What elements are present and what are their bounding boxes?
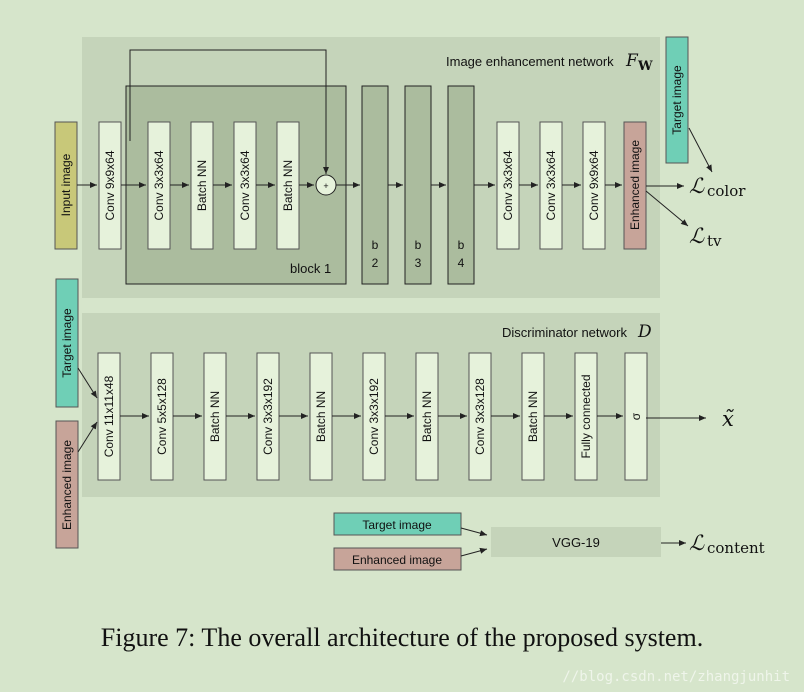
disc-layer-9-batch-nn: Batch NN <box>521 352 545 481</box>
target-image-box-disc <box>55 278 79 408</box>
disc-layer-8-conv-3x3x128: Conv 3x3x128 <box>468 352 492 481</box>
block-b3: b3 <box>404 85 432 285</box>
content-loss-symbol: ℒ <box>689 531 705 555</box>
arrow-target-to-disc <box>77 367 98 399</box>
enh-layer-5-batch-nn-label: Batch NN <box>281 160 295 211</box>
block-b4-letter: b <box>458 238 465 252</box>
disc-layer-11-sigma-box <box>624 352 648 481</box>
enh-layer-5-batch-nn: Batch NN <box>276 121 300 250</box>
enh-tail-layer-2-conv-3x3x64: Conv 3x3x64 <box>539 121 563 250</box>
arrow-to-tv-loss <box>645 190 689 227</box>
arrow-target-to-vgg <box>460 527 488 537</box>
disc-layer-3-batch-nn-label: Batch NN <box>208 391 222 442</box>
enhancement-tail-layers: Conv 3x3x64 Conv 3x3x64 Conv 9x9x64 <box>496 121 606 250</box>
sum-symbol: + <box>323 181 328 191</box>
enh-layer-4-conv-3x3x64: Conv 3x3x64 <box>233 121 257 250</box>
block-b3-box <box>404 85 432 285</box>
disc-layer-6-conv-3x3x192: Conv 3x3x192 <box>362 352 386 481</box>
enh-layer-2-conv-3x3x64-label: Conv 3x3x64 <box>152 150 166 220</box>
disc-layer-2-conv-5x5x128-label: Conv 5x5x128 <box>155 378 169 455</box>
enhancement-network-panel: Image enhancement network F W block 1 In… <box>54 37 660 298</box>
block-b4-number: 4 <box>458 256 465 270</box>
disc-layer-4-conv-3x3x192: Conv 3x3x192 <box>256 352 280 481</box>
block-b2-letter: b <box>372 238 379 252</box>
color-loss-symbol: ℒ <box>689 174 705 198</box>
tv-loss-symbol: ℒ <box>689 224 705 248</box>
disc-layer-10-fully-connected: Fully connected <box>574 352 598 481</box>
target-image-box-top <box>665 36 689 164</box>
arrow-enhanced-to-disc <box>77 421 98 453</box>
enhanced-image-box-disc <box>55 420 79 549</box>
enhancement-title-math-sub: W <box>637 59 653 74</box>
vgg-box <box>491 527 661 557</box>
content-loss-subscript: content <box>707 539 765 557</box>
enhancement-title-math: F <box>625 51 639 71</box>
discriminator-layers: Conv 11x11x48 Conv 5x5x128 Batch NN Conv 3x… <box>97 352 648 481</box>
enhancement-title: Image enhancement network <box>446 54 614 69</box>
enh-tail-layer-3-conv-9x9x64-label: Conv 9x9x64 <box>587 150 601 220</box>
disc-layer-9-batch-nn-label: Batch NN <box>526 391 540 442</box>
enh-layer-4-conv-3x3x64-label: Conv 3x3x64 <box>238 150 252 220</box>
block-b3-letter: b <box>415 238 422 252</box>
enhanced-image-box-content <box>333 547 462 571</box>
disc-layer-7-batch-nn-label: Batch NN <box>420 391 434 442</box>
target-image-box-content <box>333 512 462 536</box>
block-b3-number: 3 <box>415 256 422 270</box>
enh-layer-1-conv-9x9x64-label: Conv 9x9x64 <box>103 150 117 220</box>
enh-layer-3-batch-nn-label: Batch NN <box>195 160 209 211</box>
enh-tail-layer-1-conv-3x3x64-label: Conv 3x3x64 <box>501 150 515 220</box>
block-b2-number: 2 <box>372 256 379 270</box>
enhanced-image-label: Enhanced image <box>628 140 642 230</box>
disc-layer-7-batch-nn: Batch NN <box>415 352 439 481</box>
block-b4-box <box>447 85 475 285</box>
disc-layer-8-conv-3x3x128-label: Conv 3x3x128 <box>473 378 487 455</box>
block-1-label: block 1 <box>290 261 331 276</box>
vgg-label: VGG-19 <box>552 535 600 550</box>
watermark: //blog.csdn.net/zhangjunhit <box>562 669 790 685</box>
disc-layer-3-batch-nn: Batch NN <box>203 352 227 481</box>
color-loss-subscript: color <box>707 182 746 200</box>
disc-layer-1-conv-11x11x48-label: Conv 11x11x48 <box>102 375 116 457</box>
disc-layer-10-fully-connected-label: Fully connected <box>579 374 593 458</box>
enh-tail-layer-1-conv-3x3x64: Conv 3x3x64 <box>496 121 520 250</box>
disc-layer-6-conv-3x3x192-label: Conv 3x3x192 <box>367 378 381 455</box>
enhanced-image-label-content: Enhanced image <box>352 553 442 567</box>
disc-layer-4-conv-3x3x192-label: Conv 3x3x192 <box>261 378 275 455</box>
arrow-enhanced-to-vgg <box>460 547 488 557</box>
block-b2: b2 <box>361 85 389 285</box>
discriminator-title-math: D <box>637 322 652 342</box>
disc-layer-5-batch-nn: Batch NN <box>309 352 333 481</box>
target-image-label-disc: Target image <box>60 308 74 378</box>
skip-connection <box>129 49 329 174</box>
enh-tail-layer-2-conv-3x3x64-label: Conv 3x3x64 <box>544 150 558 220</box>
block-b2-box <box>361 85 389 285</box>
input-image-label: Input image <box>59 153 73 216</box>
disc-layer-5-batch-nn-label: Batch NN <box>314 391 328 442</box>
disc-layer-11-sigma-label: σ <box>629 412 643 420</box>
disc-layer-11-sigma: σ <box>624 352 648 481</box>
target-image-label-content: Target image <box>362 518 432 532</box>
enhanced-image-label-disc: Enhanced image <box>60 440 74 530</box>
enh-layer-3-batch-nn: Batch NN <box>190 121 214 250</box>
figure-caption: Figure 7: The overall architecture of th… <box>101 623 703 652</box>
discriminator-title: Discriminator network <box>502 325 627 340</box>
arrow-target-to-color-loss <box>688 127 713 173</box>
disc-output-symbol: x̃ <box>722 407 734 431</box>
enh-layer-1-conv-9x9x64: Conv 9x9x64 <box>98 121 122 250</box>
enh-layer-2-conv-3x3x64: Conv 3x3x64 <box>147 121 171 250</box>
disc-layer-2-conv-5x5x128: Conv 5x5x128 <box>150 352 174 481</box>
enh-tail-layer-3-conv-9x9x64: Conv 9x9x64 <box>582 121 606 250</box>
disc-layer-1-conv-11x11x48: Conv 11x11x48 <box>97 352 121 481</box>
target-image-label-top: Target image <box>670 65 684 135</box>
block-b4: b4 <box>447 85 475 285</box>
tv-loss-subscript: tv <box>707 232 722 250</box>
